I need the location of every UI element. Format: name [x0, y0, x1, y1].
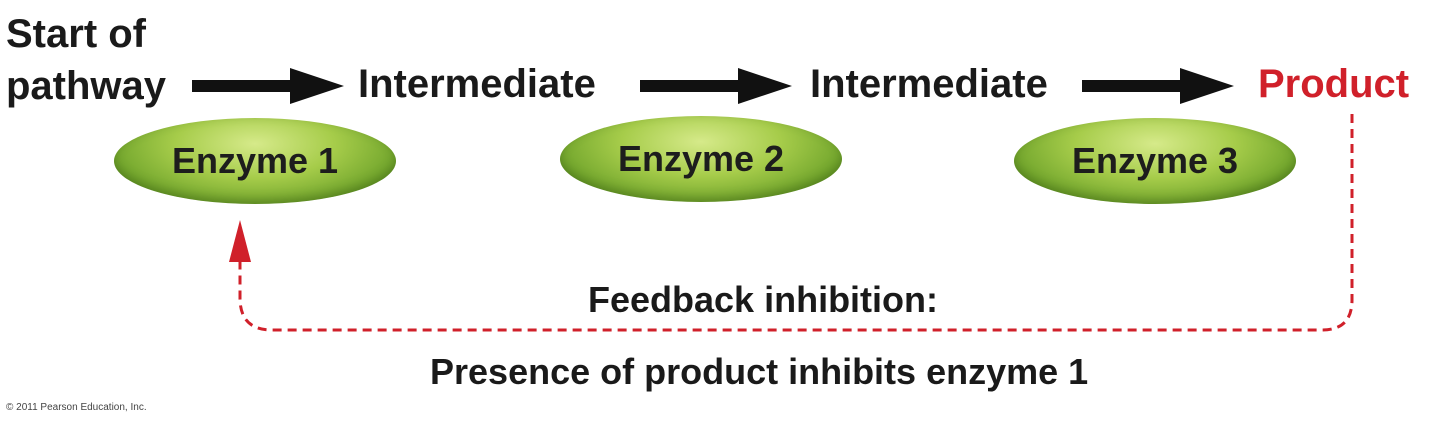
feedback-arrowhead	[229, 220, 251, 262]
feedback-title: Feedback inhibition:	[588, 279, 939, 320]
intermediate-1-label: Intermediate	[358, 62, 596, 106]
feedback-arrow	[238, 114, 1354, 332]
enzyme-3-ellipse: Enzyme 3	[1014, 118, 1296, 204]
copyright-notice: © 2011 Pearson Education, Inc.	[6, 402, 147, 413]
pathway-arrow-1	[192, 68, 344, 104]
pathway-arrow-3	[1082, 68, 1234, 104]
enzyme-1-ellipse: Enzyme 1	[114, 118, 396, 204]
enzyme-1-label: Enzyme 1	[171, 140, 339, 181]
enzyme-3-label: Enzyme 3	[1071, 140, 1239, 181]
enzyme-2-label: Enzyme 2	[617, 138, 785, 179]
pathway-arrow-2	[640, 68, 792, 104]
start-line-2: pathway	[6, 64, 167, 108]
start-of-pathway-label: Start of pathway	[6, 8, 166, 112]
feedback-description: Presence of product inhibits enzyme 1	[430, 351, 1089, 392]
start-line-1: Start of	[6, 12, 146, 56]
intermediate-2-label: Intermediate	[810, 62, 1048, 106]
product-label: Product	[1258, 62, 1410, 106]
enzyme-2-ellipse: Enzyme 2	[560, 116, 842, 202]
